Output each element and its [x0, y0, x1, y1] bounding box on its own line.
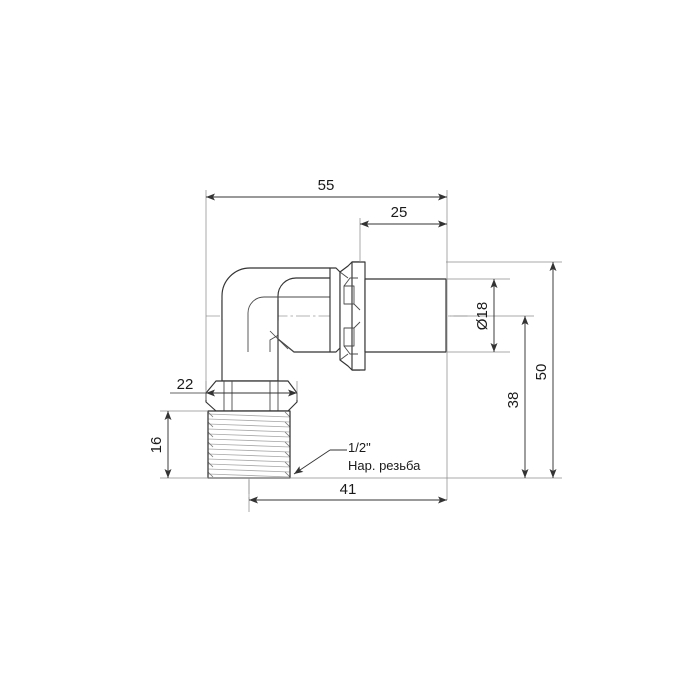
- dim-text-50: 50: [533, 364, 550, 381]
- dim-text-38: 38: [505, 392, 522, 409]
- press-sleeve-internal-detail: [339, 271, 361, 361]
- elbow-bore-upper: [247, 296, 330, 352]
- thread-flank-ticks: [207, 411, 291, 478]
- fitting-body: [205, 261, 447, 479]
- press-sleeve: [364, 278, 447, 353]
- dim-text-d18: Ø18: [474, 302, 491, 330]
- hex-nut: [205, 380, 298, 412]
- annotation-thread-type: Нар. резьба: [348, 458, 421, 473]
- elbow-inner-curve: [277, 277, 330, 320]
- dim-text-22: 22: [177, 376, 194, 393]
- dimension-lines: [164, 193, 557, 504]
- dim-text-25: 25: [391, 204, 408, 221]
- annotation-thread-size: 1/2": [348, 440, 371, 455]
- press-flange-body: [351, 261, 366, 371]
- elbow-fillet-diag: [269, 330, 289, 350]
- dim-text-16: 16: [148, 437, 165, 454]
- thread-callout-leader: [293, 449, 347, 475]
- thread-hatching: [207, 413, 291, 478]
- dim-text-55: 55: [318, 177, 335, 194]
- press-shoulder: [329, 267, 341, 353]
- dim-text-41: 41: [340, 481, 357, 498]
- extension-lines: [160, 190, 562, 512]
